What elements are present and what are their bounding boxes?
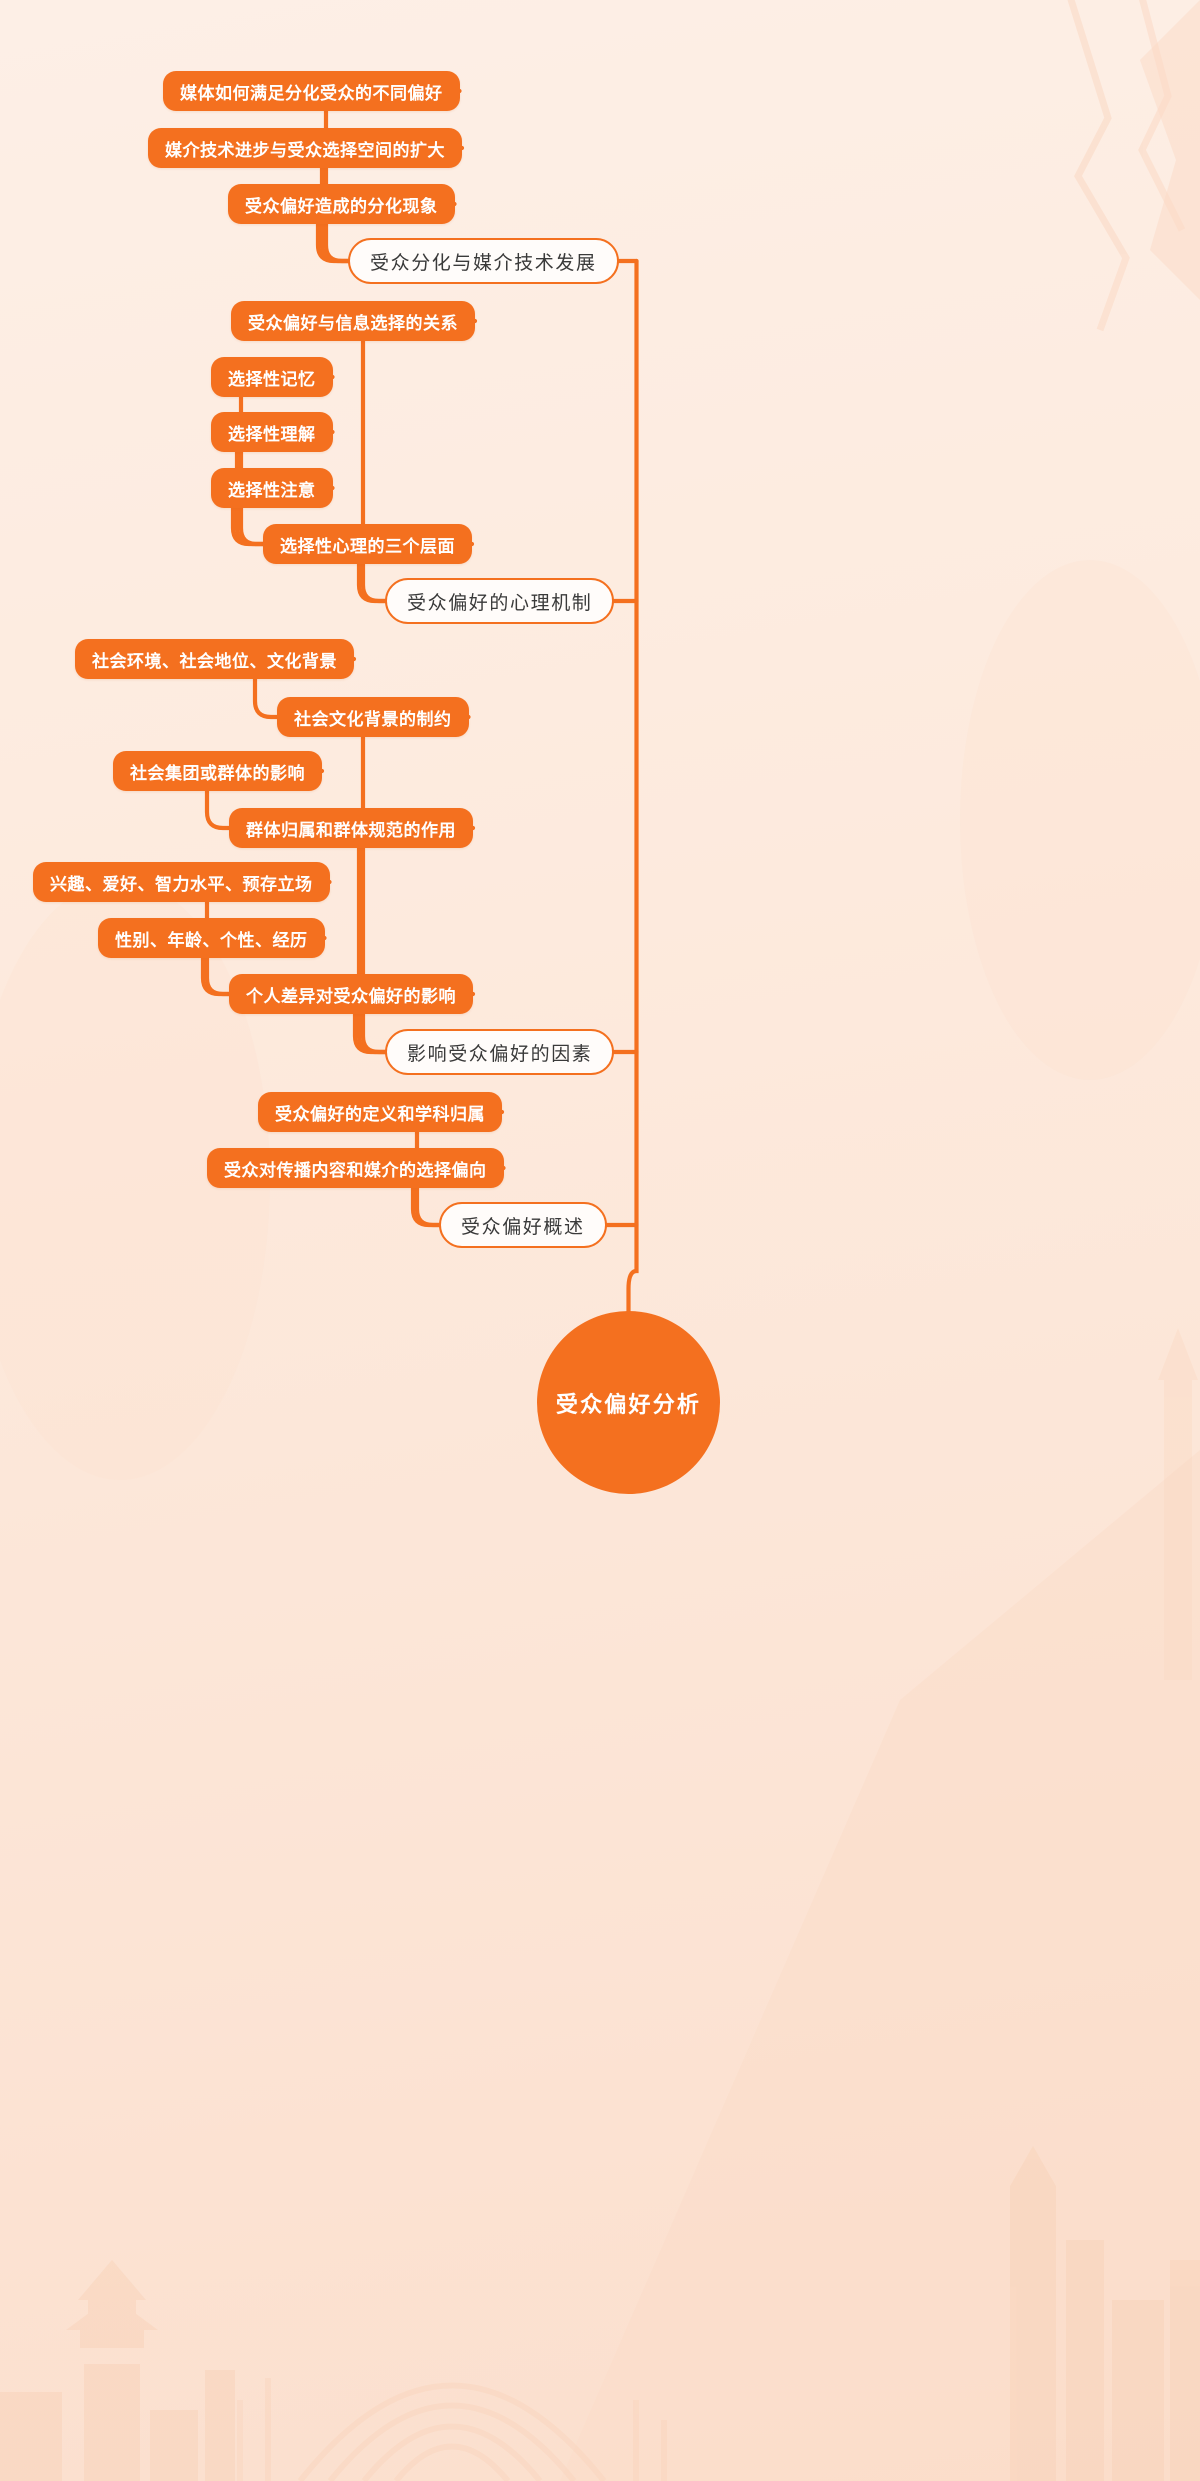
list-item-preference-differentiation[interactable]: 受众偏好造成的分化现象 bbox=[228, 184, 455, 224]
list-item-definition-discipline[interactable]: 受众偏好的定义和学科归属 bbox=[258, 1092, 502, 1132]
wire-b1-child1 bbox=[309, 88, 462, 264]
list-item-selective-attention[interactable]: 选择性注意 bbox=[211, 468, 333, 508]
list-item-content-media-selection-bias[interactable]: 受众对传播内容和媒介的选择偏向 bbox=[207, 1148, 504, 1188]
list-item-selective-memory[interactable]: 选择性记忆 bbox=[211, 357, 333, 397]
list-item-sociocultural-constraint[interactable]: 社会文化背景的制约 bbox=[277, 697, 469, 737]
branch-psychological-mechanism[interactable]: 受众偏好的心理机制 bbox=[385, 578, 615, 624]
branch-influencing-factors[interactable]: 影响受众偏好的因素 bbox=[385, 1029, 615, 1075]
list-item-individual-differences[interactable]: 个人差异对受众偏好的影响 bbox=[229, 974, 473, 1014]
list-item-social-env-status-culture[interactable]: 社会环境、社会地位、文化背景 bbox=[75, 639, 354, 679]
list-item-media-tech-choice-space[interactable]: 媒介技术进步与受众选择空间的扩大 bbox=[148, 128, 462, 168]
list-item-preference-info-selection[interactable]: 受众偏好与信息选择的关系 bbox=[231, 301, 475, 341]
list-item-selective-comprehension[interactable]: 选择性理解 bbox=[211, 412, 333, 452]
list-item-gender-age-personality[interactable]: 性别、年龄、个性、经历 bbox=[98, 918, 325, 958]
branch-audience-differentiation[interactable]: 受众分化与媒介技术发展 bbox=[348, 238, 619, 284]
list-item-media-diverse-preferences[interactable]: 媒体如何满足分化受众的不同偏好 bbox=[163, 71, 460, 111]
root-node-audience-preference-analysis[interactable]: 受众偏好分析 bbox=[537, 1311, 720, 1494]
list-item-social-group-influence[interactable]: 社会集团或群体的影响 bbox=[113, 751, 322, 791]
list-item-interest-hobby-intelligence[interactable]: 兴趣、爱好、智力水平、预存立场 bbox=[33, 862, 330, 902]
list-item-three-levels-selectivity[interactable]: 选择性心理的三个层面 bbox=[263, 524, 472, 564]
wire-main-spine bbox=[626, 258, 639, 1314]
list-item-group-belonging-norms[interactable]: 群体归属和群体规范的作用 bbox=[229, 808, 473, 848]
branch-preference-overview[interactable]: 受众偏好概述 bbox=[439, 1202, 607, 1248]
wire-sel-memory bbox=[224, 374, 335, 547]
